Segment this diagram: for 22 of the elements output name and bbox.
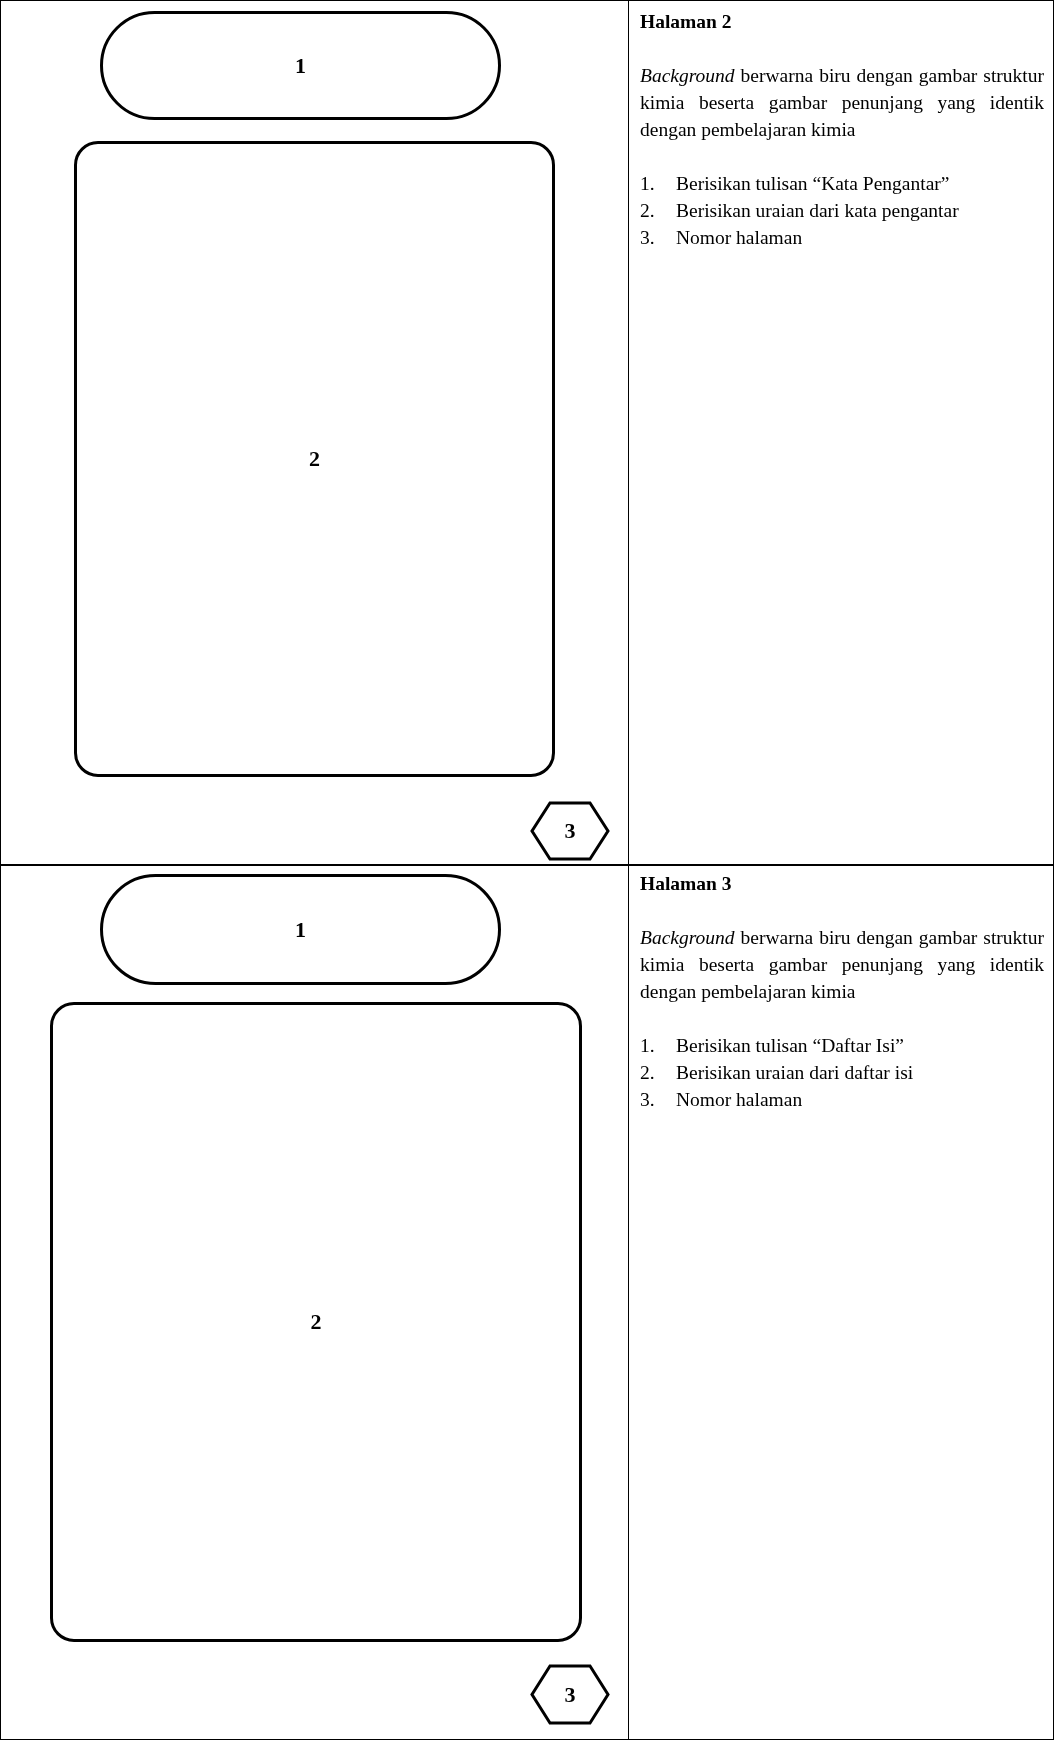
- list-item-text: Berisikan uraian dari kata pengantar: [676, 199, 960, 223]
- description-text: Background berwarna biru dengan gambar struktur kimia beserta gambar penunjang yang identik dengan pembelajaran kimia: [640, 64, 1044, 142]
- list-number: 2.: [640, 199, 656, 223]
- hexagon-badge: 3: [530, 1664, 610, 1725]
- page-heading: Halaman 3: [640, 872, 733, 896]
- list-item-text: Berisikan uraian dari daftar isi: [676, 1061, 915, 1085]
- rounded-pill-frame: 1: [100, 11, 501, 120]
- list-item-text: Nomor halaman: [676, 226, 804, 250]
- list-number: 1.: [640, 1034, 656, 1058]
- list-item-text: Nomor halaman: [676, 1088, 804, 1112]
- page-heading: Halaman 2: [640, 10, 733, 34]
- list-item-text: Berisikan tulisan “Daftar Isi”: [676, 1034, 905, 1058]
- list-number: 2.: [640, 1061, 656, 1085]
- description-text: Background berwarna biru dengan gambar struktur kimia beserta gambar penunjang yang identik dengan pembelajaran kimia: [640, 926, 1044, 1004]
- rounded-pill-frame: 1: [100, 874, 501, 985]
- list-number: 1.: [640, 172, 656, 196]
- rounded-rectangle-frame: 2: [50, 1002, 582, 1642]
- list-number: 3.: [640, 1088, 656, 1112]
- list-item-text: Berisikan tulisan “Kata Pengantar”: [676, 172, 951, 196]
- hexagon-badge: 3: [530, 801, 610, 861]
- list-number: 3.: [640, 226, 656, 250]
- rounded-rectangle-frame: 2: [74, 141, 555, 777]
